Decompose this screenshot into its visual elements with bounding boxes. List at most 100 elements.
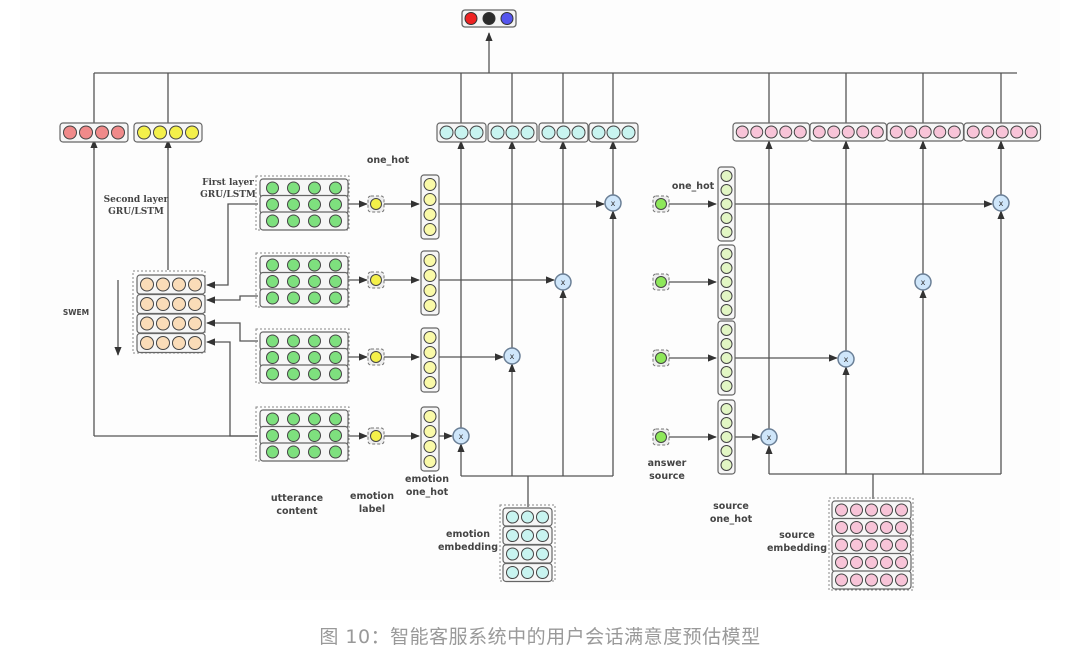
multiply-node-emotion-2: x (554, 273, 572, 291)
utterance-rnn-row (259, 409, 349, 429)
vector-unit (1010, 125, 1024, 139)
vector-unit (720, 324, 733, 336)
vector-unit (521, 547, 534, 561)
vector-unit (308, 351, 321, 364)
vector-unit (541, 125, 556, 140)
answer-source-token (652, 195, 670, 213)
utterance-rnn-row (259, 255, 349, 275)
vector-unit (720, 226, 733, 238)
vector-unit (865, 573, 878, 587)
vector-unit (308, 258, 321, 272)
token-unit (655, 431, 667, 443)
vector-unit (266, 367, 279, 381)
vector-unit (423, 425, 437, 438)
vector-box (420, 327, 440, 393)
vector-unit (287, 291, 300, 305)
vector-unit (266, 198, 279, 211)
vector-unit (266, 445, 279, 459)
vector-unit (266, 412, 279, 426)
utterance-rnn-row (259, 442, 349, 462)
vector-unit (865, 503, 878, 517)
vector-unit (287, 214, 300, 228)
vector-unit (156, 336, 170, 350)
answer-source-token (652, 428, 670, 446)
vector-unit (423, 346, 437, 359)
vector-unit (287, 334, 300, 348)
vector-unit (188, 297, 202, 311)
multiply-circle (760, 428, 778, 446)
vector-unit (329, 198, 342, 211)
vector-unit (841, 125, 855, 139)
vector-box (259, 211, 349, 231)
vector-unit (79, 125, 93, 140)
multiply-circle (992, 194, 1010, 212)
vector-unit (793, 125, 807, 139)
token-unit (655, 276, 667, 288)
vector-unit (895, 521, 908, 534)
vector-box (133, 122, 203, 143)
vector-unit (865, 538, 878, 552)
vector-unit (308, 334, 321, 348)
vector-unit (720, 304, 733, 316)
vector-unit (63, 125, 77, 140)
top-left-vector-red (59, 122, 129, 143)
source-onehot-vector (717, 399, 736, 475)
vector-unit (287, 412, 300, 426)
token-unit (655, 198, 667, 210)
vector-unit (172, 316, 186, 331)
label-emotion-onehot-1: emotion (405, 474, 449, 485)
vector-unit (266, 181, 279, 195)
swem-row (136, 274, 206, 295)
connector-line (206, 319, 258, 342)
vector-unit (454, 125, 469, 140)
vector-unit (506, 566, 519, 579)
vector-unit (850, 556, 863, 569)
utterance-rnn-row (259, 194, 349, 215)
vector-unit (720, 366, 733, 378)
vector-unit (750, 125, 764, 139)
vector-unit (880, 556, 893, 569)
vector-unit (308, 198, 321, 211)
multiply-circle (503, 347, 521, 365)
multiply-symbol: x (844, 355, 849, 364)
answer-source-token (652, 273, 670, 291)
vector-box (420, 250, 440, 316)
connector-line (206, 203, 258, 289)
swem-row (136, 313, 206, 334)
vector-unit (188, 336, 202, 350)
vector-unit (308, 429, 321, 442)
vector-unit (308, 214, 321, 228)
source-onehot-vector (717, 244, 736, 320)
token-unit (370, 430, 382, 442)
multiply-node-source-1: x (992, 194, 1010, 212)
connector-line (206, 295, 258, 304)
vector-unit (720, 431, 733, 443)
labels-layer: Second layer GRU/LSTM First layer GRU/LS… (63, 155, 827, 554)
label-source-onehot-2: one_hot (710, 514, 753, 525)
vector-unit (172, 297, 186, 311)
multiply-circle (837, 350, 855, 368)
vector-unit (621, 125, 636, 140)
source-output-vector (886, 122, 965, 142)
token-unit (655, 352, 667, 364)
vector-unit (850, 538, 863, 552)
vector-unit (423, 208, 437, 221)
emotion-output-vector (588, 122, 639, 143)
emotion-embedding-row (502, 544, 553, 564)
emotion-output-vector (487, 122, 538, 143)
vector-unit (865, 556, 878, 569)
label-emotion-embedding-2: embedding (438, 542, 498, 553)
vector-unit (153, 125, 167, 140)
vector-unit (720, 380, 733, 392)
utterance-rnn-row (259, 425, 349, 446)
source-embedding-block (828, 497, 914, 591)
vector-unit (156, 277, 170, 292)
label-first-layer-1: First layer (202, 178, 254, 188)
label-one-hot-right: one_hot (672, 181, 715, 192)
emotion-onehot-vector (420, 250, 440, 316)
vector-unit (720, 212, 733, 224)
vector-unit (287, 198, 300, 211)
answer-source-token (652, 349, 670, 367)
